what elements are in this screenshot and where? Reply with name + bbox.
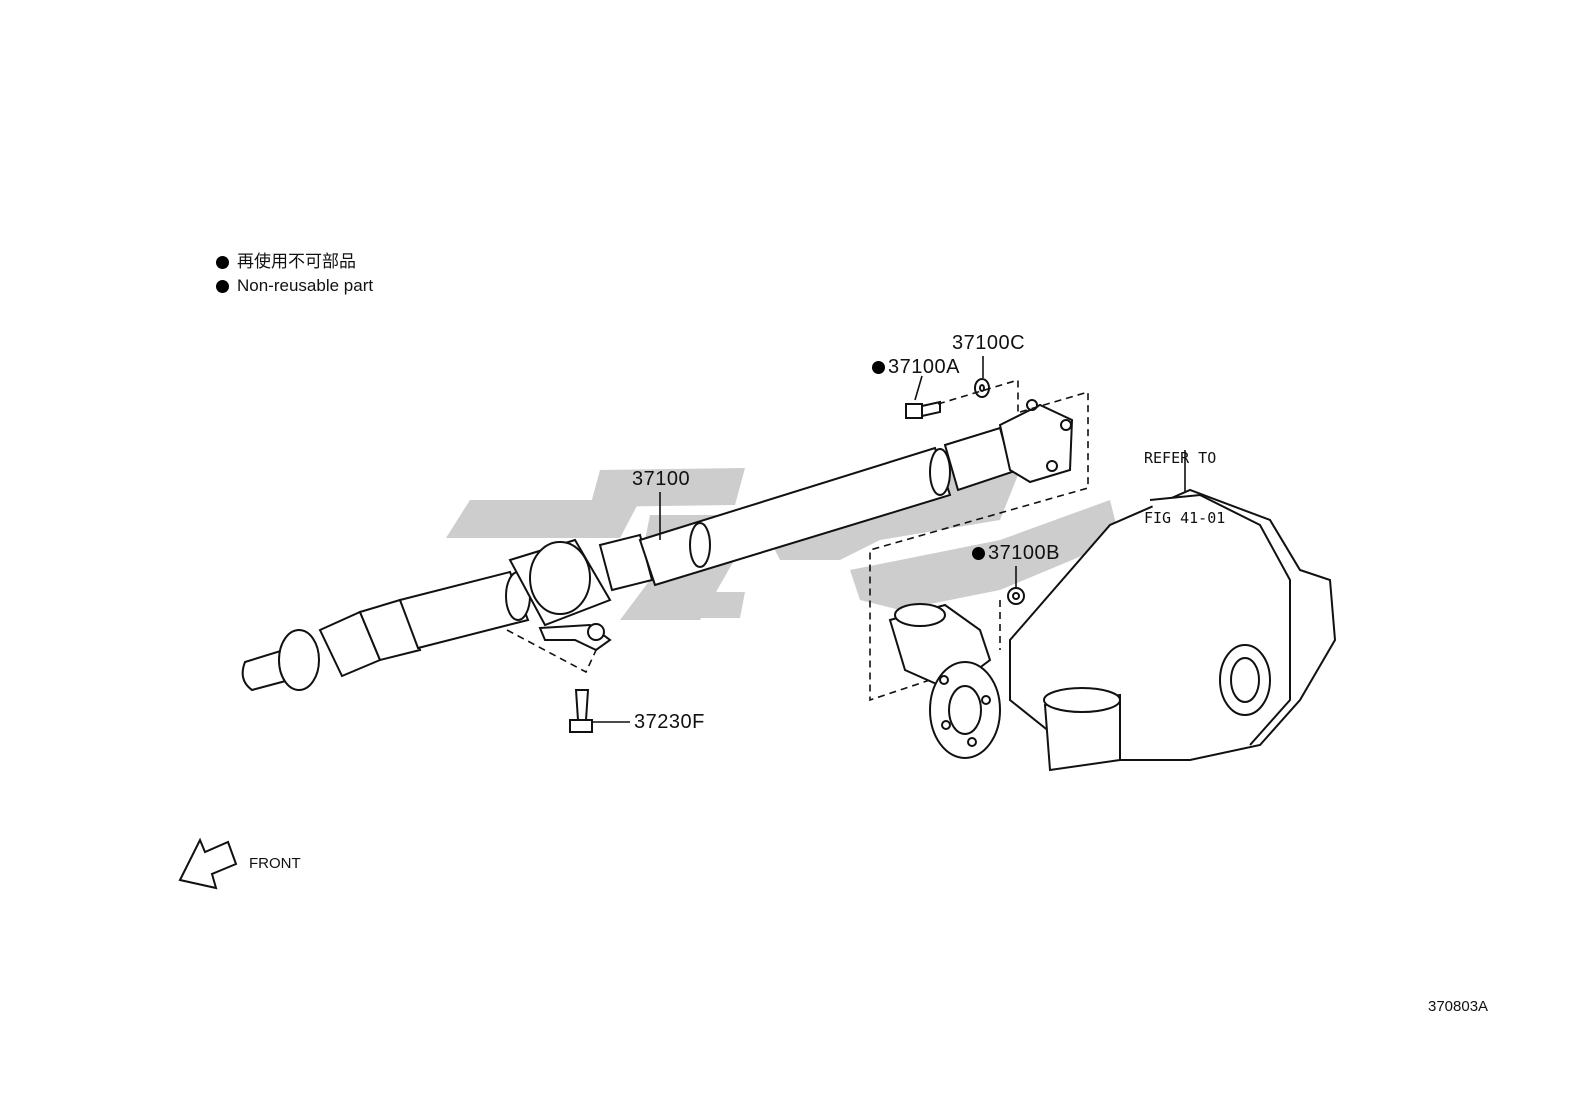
reference-line-1: REFER TO xyxy=(1144,449,1217,467)
front-arrow-icon xyxy=(178,837,238,890)
bolt-37100a xyxy=(905,400,941,419)
leader-lines xyxy=(592,356,1186,723)
non-reusable-dot-icon xyxy=(872,361,885,375)
front-label: FRONT xyxy=(249,855,301,872)
nut-37100b xyxy=(1007,587,1025,605)
callout-bolt-f: 37230F xyxy=(634,711,705,733)
legend-text-en: Non-reusable part xyxy=(237,276,374,295)
callout-nut-b: 37100B xyxy=(988,542,1060,564)
reference-line-2: FIG 41-01 xyxy=(1144,509,1226,527)
legend-row-jp: 再使用不可部品 xyxy=(216,250,373,274)
non-reusable-dot-icon xyxy=(216,255,229,269)
callout-nut-b-wrap: 37100B xyxy=(972,542,1060,565)
legend: 再使用不可部品 Non-reusable part xyxy=(216,250,373,298)
callout-bolt-a: 37100A xyxy=(888,356,960,378)
bolt-37230f xyxy=(569,689,593,733)
figure-id: 370803A xyxy=(1428,998,1489,1015)
dashed-leaders xyxy=(506,378,1089,702)
center-support-bracket xyxy=(538,623,612,652)
differential-housing xyxy=(888,488,1337,772)
legend-row-en: Non-reusable part xyxy=(216,274,373,298)
reference-note: REFER TO FIG 41-01 xyxy=(1144,408,1225,548)
legend-text-jp: 再使用不可部品 xyxy=(237,252,356,271)
callout-bolt-a-wrap: 37100A xyxy=(872,356,960,379)
callout-washer-c: 37100C xyxy=(952,332,1026,354)
washer-37100c xyxy=(974,378,990,398)
propeller-shaft xyxy=(241,399,1074,692)
non-reusable-dot-icon xyxy=(972,547,985,561)
non-reusable-dot-icon xyxy=(216,279,229,293)
callout-shaft: 37100 xyxy=(632,468,691,490)
